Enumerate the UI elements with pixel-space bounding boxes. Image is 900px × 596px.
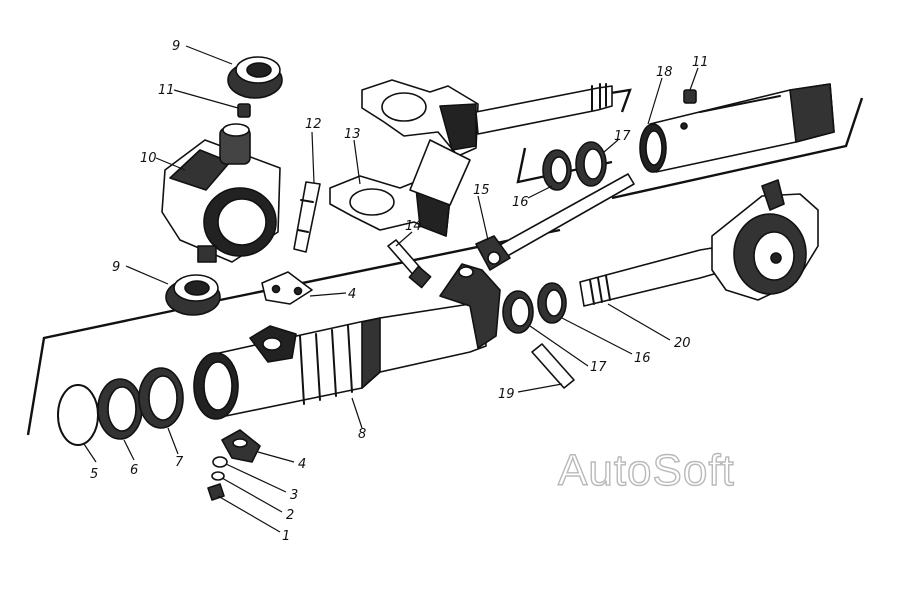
callout-9-lower: 9 (112, 260, 120, 275)
part-2-lock-washer (211, 471, 225, 481)
part-9-bush-upper (227, 56, 283, 99)
callout-10: 10 (140, 151, 157, 166)
callout-11-right: 11 (692, 55, 709, 70)
callout-17-lower: 17 (590, 360, 607, 375)
part-16-ring-upper (542, 149, 572, 191)
part-7-seal (138, 367, 184, 429)
callout-19: 19 (498, 387, 515, 402)
part-17-ring-upper (575, 141, 607, 187)
part-20-steering-rod (579, 179, 819, 307)
callout-15: 15 (473, 183, 490, 198)
callout-12: 12 (305, 117, 322, 132)
callout-4-upper: 4 (348, 287, 356, 302)
callout-2: 2 (286, 508, 294, 523)
part-18-tube (639, 83, 835, 173)
callout-18: 18 (656, 65, 673, 80)
part-14-bolt (387, 239, 432, 289)
part-8-main-tube (193, 263, 501, 420)
part-1-bolt (207, 483, 225, 501)
part-11-grease-nipple-left (237, 103, 251, 118)
part-4-plate-lower (221, 429, 261, 463)
callout-4-lower: 4 (298, 457, 306, 472)
part-11-grease-nipple-right (683, 89, 697, 104)
part-4-plate-upper (261, 271, 313, 305)
callout-9-upper: 9 (172, 39, 180, 54)
part-19-sleeve (531, 343, 575, 389)
part-6-ring (97, 378, 143, 440)
part-16-ring-lower (537, 282, 567, 324)
callout-16-lower: 16 (634, 351, 651, 366)
part-15-tie-rod (475, 173, 635, 271)
callout-20: 20 (674, 336, 691, 351)
watermark-text: AutoSoft (557, 445, 735, 495)
part-10-housing (161, 123, 281, 263)
leader-lines (83, 45, 699, 533)
callout-14: 14 (405, 219, 422, 234)
part-12-pin (293, 181, 321, 253)
callout-17-upper: 17 (614, 129, 631, 144)
callout-labels: 9 11 10 12 13 14 15 9 4 18 11 17 16 20 1… (90, 39, 709, 544)
callout-16-upper: 16 (512, 195, 529, 210)
callout-11-left: 11 (158, 83, 175, 98)
callout-8: 8 (358, 427, 366, 442)
callout-6: 6 (130, 463, 138, 478)
callout-7: 7 (175, 455, 184, 470)
part-3-washer (212, 456, 228, 468)
callout-1: 1 (282, 529, 290, 544)
part-17-ring-lower (502, 290, 534, 334)
part-9-bush-lower (165, 274, 221, 316)
part-13-fork-upper (361, 79, 613, 157)
part-5-snap-ring (57, 384, 99, 446)
callout-13: 13 (344, 127, 361, 142)
part-13-fork-lower (329, 139, 471, 237)
callout-5: 5 (90, 467, 98, 482)
callout-3: 3 (290, 488, 298, 503)
